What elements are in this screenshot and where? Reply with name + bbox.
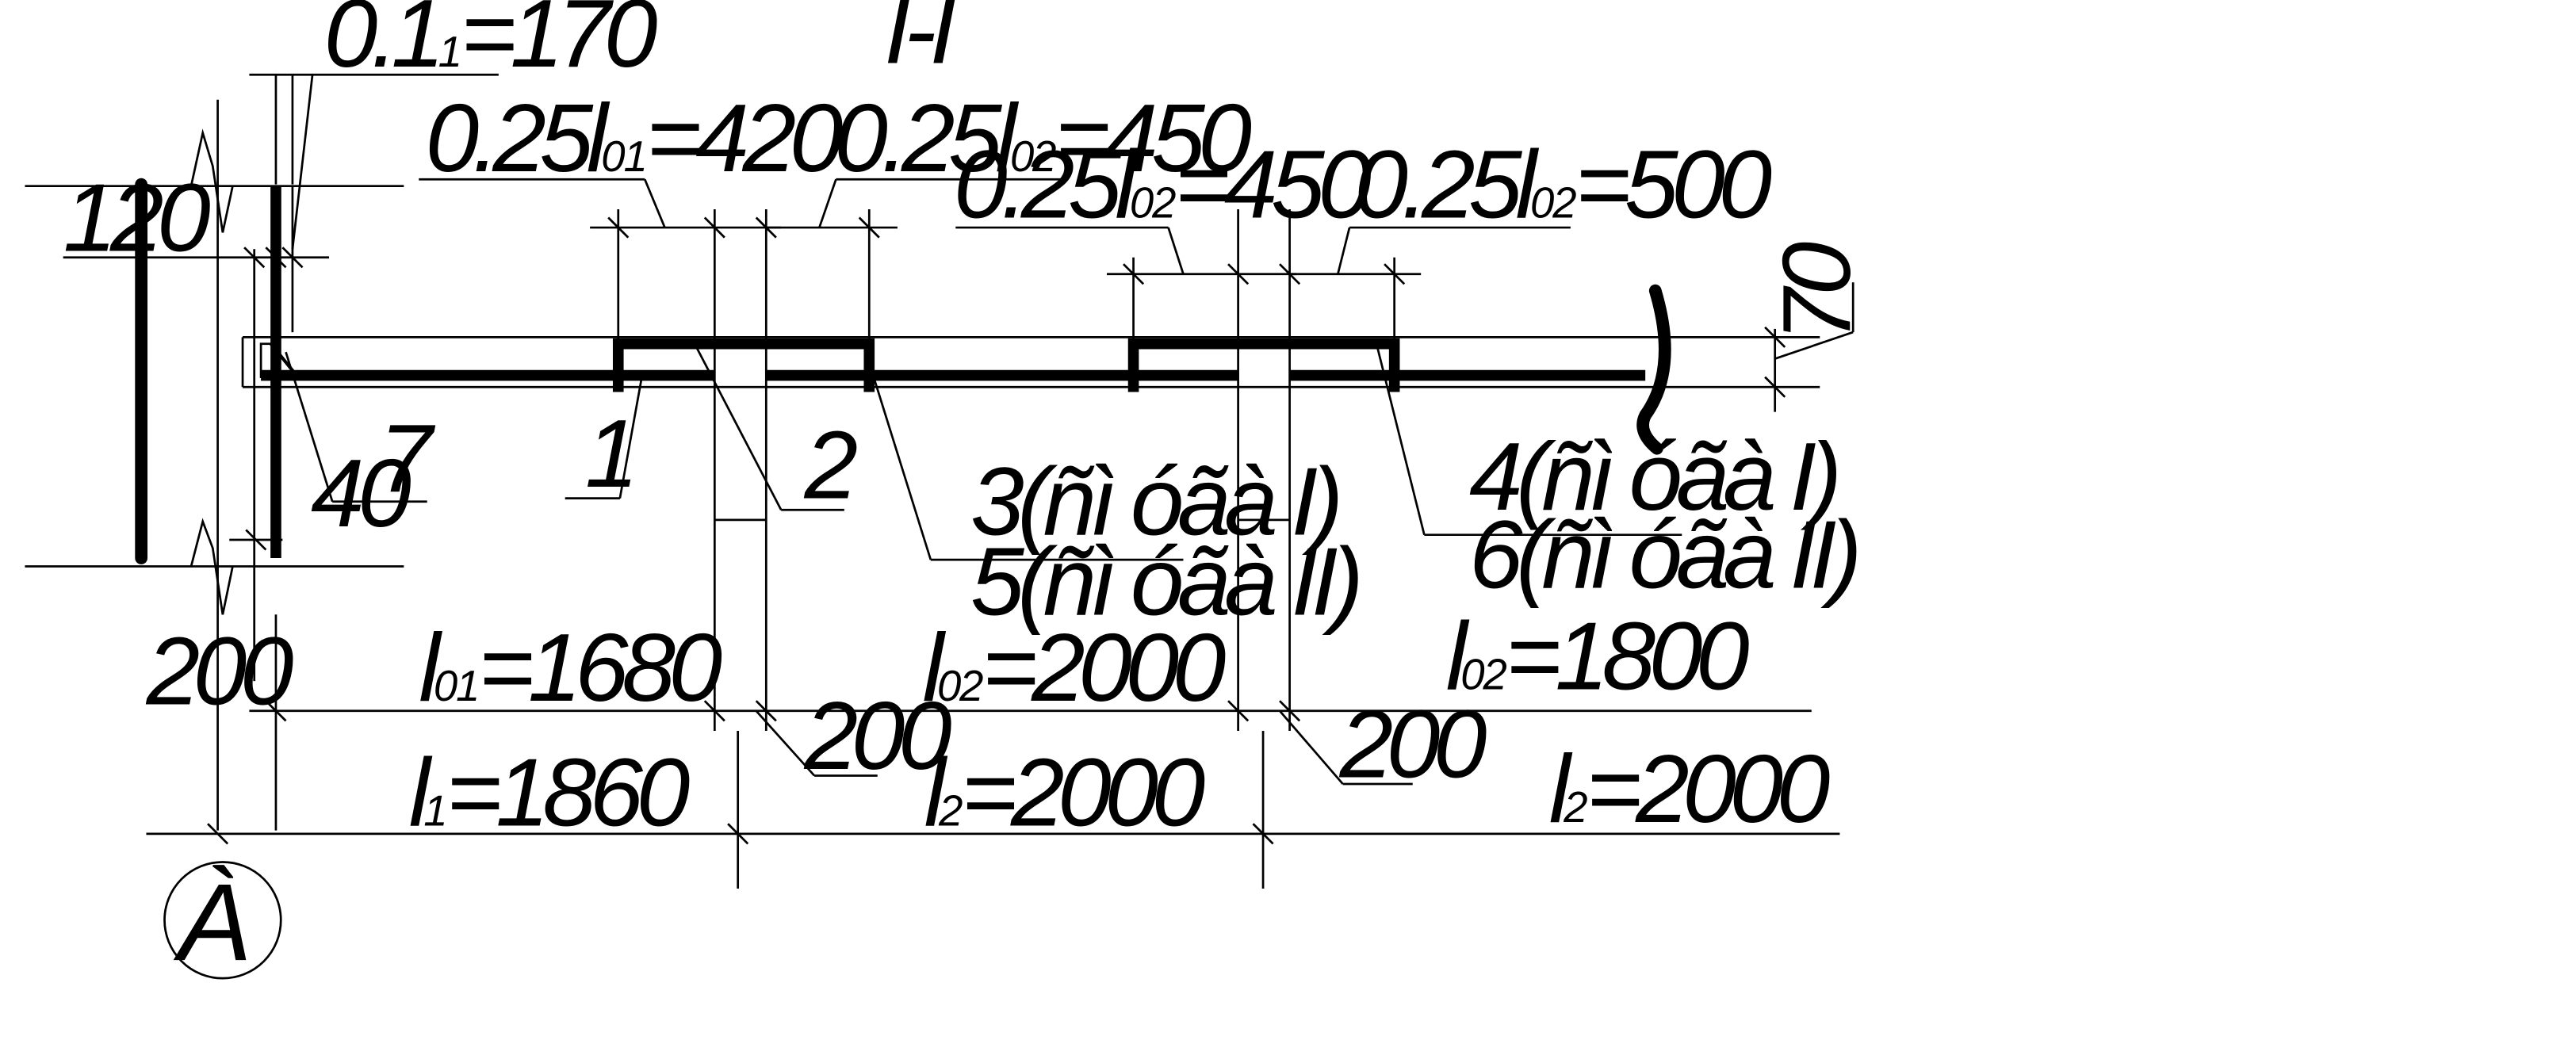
ribs bbox=[713, 209, 1291, 889]
dim-cover-40: 40 bbox=[311, 439, 411, 547]
axis-letter: À bbox=[173, 862, 247, 984]
marker-leaders bbox=[285, 343, 1682, 561]
slab bbox=[241, 282, 1854, 455]
span-axis-2: l2=2000 bbox=[924, 738, 1204, 846]
dim-top-bar-1: 0.25l01=420 bbox=[426, 84, 843, 192]
marker-3: 3(ñì óãà I) bbox=[970, 448, 1338, 556]
label-7: 7 bbox=[379, 404, 436, 512]
span-clear-1: l01=1680 bbox=[419, 614, 722, 721]
span-clear-3: l02=1800 bbox=[1446, 602, 1749, 710]
dim-top-bar-4: 0.25l02=500 bbox=[1354, 131, 1771, 239]
marker-6: 6(ñì óãà II) bbox=[1469, 501, 1857, 609]
left-wall bbox=[25, 99, 404, 831]
section-title: I-I bbox=[884, 0, 955, 84]
marker-1: 1 bbox=[585, 400, 632, 507]
axis-bubble bbox=[163, 861, 282, 980]
rib-width-2: 200 bbox=[1338, 690, 1486, 798]
bottom-dimensions bbox=[146, 614, 1840, 845]
reinforcement bbox=[261, 338, 1646, 392]
rib-width-1: 200 bbox=[804, 682, 951, 790]
dim-wall-embed: 120 bbox=[63, 163, 210, 271]
span-axis-3: l2=2000 bbox=[1549, 735, 1830, 843]
dim-top-bar-3: 0.25l02=450 bbox=[954, 131, 1371, 239]
span-clear-2: l02=2000 bbox=[922, 614, 1225, 721]
top-dimensions bbox=[249, 73, 1571, 344]
marker-5: 5(ñì óãà II) bbox=[970, 527, 1358, 635]
dim-bottom-200: 200 bbox=[145, 617, 293, 725]
dim-support-anchor: 0.11=170 bbox=[324, 0, 657, 87]
marker-4: 4(ñì óãà I) bbox=[1469, 423, 1837, 530]
marker-2: 2 bbox=[804, 411, 857, 519]
dim-slab-thickness: 70 bbox=[1763, 242, 1870, 342]
dim-top-bar-2: 0.25l02=450 bbox=[834, 84, 1251, 192]
span-axis-1: l1=1860 bbox=[409, 738, 690, 846]
